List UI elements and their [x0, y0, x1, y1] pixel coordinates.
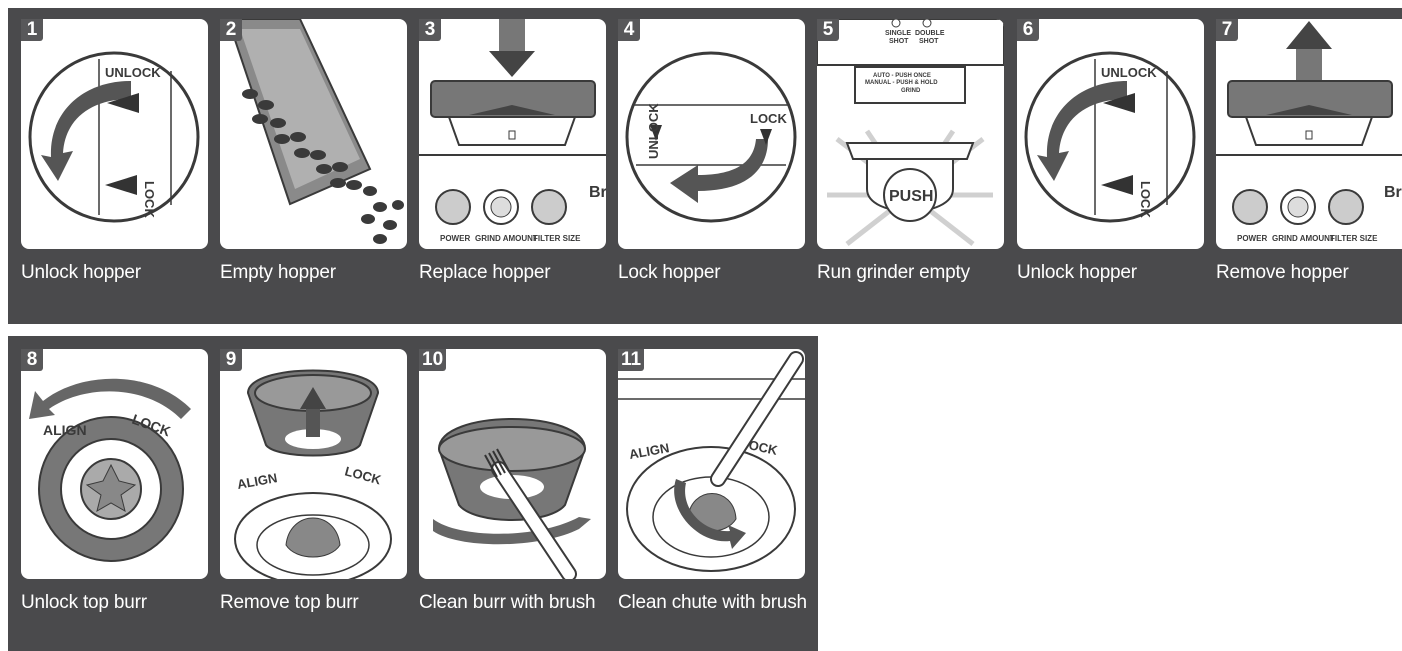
- unlock-dial-icon: UNLOCK LOCK: [1017, 19, 1204, 249]
- brand-mark: Br: [589, 184, 606, 201]
- align-label: ALIGN: [43, 422, 87, 438]
- filter-size-label: FILTER SIZE: [533, 234, 581, 243]
- step-caption: Clean burr with brush: [419, 591, 619, 615]
- step-number: 2: [220, 19, 242, 41]
- step-number: 4: [618, 19, 640, 41]
- step-caption: Replace hopper: [419, 261, 619, 285]
- step-8-illustration: ALIGN LOCK: [21, 349, 208, 579]
- instruction-band-row-1: UNLOCK LOCK 1 Unlock hopper: [8, 8, 1402, 324]
- step-caption: Run grinder empty: [817, 261, 1017, 285]
- step-number: 8: [21, 349, 43, 371]
- auto-label: AUTO - PUSH ONCE: [873, 73, 931, 79]
- step-number: 11: [618, 349, 644, 371]
- instruction-band-row-2: ALIGN LOCK 8 Unlock top burr ALIGN LOCK …: [8, 336, 818, 651]
- step-caption: Unlock top burr: [21, 591, 221, 615]
- lock-label: LOCK: [750, 111, 787, 126]
- step-number: 3: [419, 19, 441, 41]
- align-label: ALIGN: [236, 470, 278, 492]
- unlock-label: UNLOCK: [105, 65, 161, 80]
- manual-label: MANUAL - PUSH & HOLD: [865, 80, 938, 86]
- unlock-burr-icon: ALIGN LOCK: [21, 349, 208, 579]
- step-caption: Lock hopper: [618, 261, 818, 285]
- lock-label: LOCK: [343, 463, 383, 487]
- step-4-illustration: UNLOCK LOCK: [618, 19, 805, 249]
- replace-hopper-icon: POWER GRIND AMOUNT FILTER SIZE Br: [419, 19, 606, 249]
- step-10-illustration: [419, 349, 606, 579]
- brush-chute-icon: ALIGN OCK: [618, 349, 805, 579]
- remove-burr-icon: ALIGN LOCK: [220, 349, 407, 579]
- step-number: 9: [220, 349, 242, 371]
- step-number: 1: [21, 19, 43, 41]
- single-shot-label: SINGLE: [885, 30, 911, 37]
- brush-burr-icon: [419, 349, 606, 579]
- step-caption: Unlock hopper: [21, 261, 221, 285]
- lock-label: LOCK: [1138, 181, 1153, 218]
- power-label: POWER: [440, 234, 470, 243]
- step-caption: Unlock hopper: [1017, 261, 1217, 285]
- double-shot-label-2: SHOT: [919, 38, 939, 45]
- power-label: POWER: [1237, 234, 1267, 243]
- step-1-illustration: UNLOCK LOCK: [21, 19, 208, 249]
- grind-amount-label: GRIND AMOUNT: [475, 234, 538, 243]
- unlock-label: UNLOCK: [1101, 65, 1157, 80]
- unlock-dial-icon: UNLOCK LOCK: [21, 19, 208, 249]
- step-7-illustration: POWER GRIND AMOUNT FILTER SIZE Br: [1216, 19, 1402, 249]
- lock-dial-icon: UNLOCK LOCK: [618, 19, 805, 249]
- grind-amount-label: GRIND AMOUNT: [1272, 234, 1335, 243]
- hopper-beans-icon: [220, 19, 407, 249]
- step-6-illustration: UNLOCK LOCK: [1017, 19, 1204, 249]
- step-9-illustration: ALIGN LOCK: [220, 349, 407, 579]
- step-caption: Remove top burr: [220, 591, 420, 615]
- push-label: PUSH: [889, 188, 933, 205]
- step-2-illustration: [220, 19, 407, 249]
- grinder-push-icon: SINGLE SHOT DOUBLE SHOT AUTO - PUSH ONCE…: [817, 19, 1004, 249]
- step-caption: Remove hopper: [1216, 261, 1402, 285]
- single-shot-label-2: SHOT: [889, 38, 909, 45]
- unlock-label: UNLOCK: [646, 103, 661, 159]
- brand-mark: Br: [1384, 184, 1402, 201]
- step-5-illustration: SINGLE SHOT DOUBLE SHOT AUTO - PUSH ONCE…: [817, 19, 1004, 249]
- filter-size-label: FILTER SIZE: [1330, 234, 1378, 243]
- step-11-illustration: ALIGN OCK: [618, 349, 805, 579]
- step-caption: Empty hopper: [220, 261, 420, 285]
- lock-label: LOCK: [142, 181, 157, 218]
- step-3-illustration: POWER GRIND AMOUNT FILTER SIZE Br: [419, 19, 606, 249]
- step-number: 10: [419, 349, 446, 371]
- double-shot-label: DOUBLE: [915, 30, 945, 37]
- remove-hopper-icon: POWER GRIND AMOUNT FILTER SIZE Br: [1216, 19, 1402, 249]
- step-number: 5: [817, 19, 839, 41]
- step-number: 6: [1017, 19, 1039, 41]
- step-caption: Clean chute with brush: [618, 591, 818, 615]
- step-number: 7: [1216, 19, 1238, 41]
- grind-label: GRIND: [901, 88, 921, 94]
